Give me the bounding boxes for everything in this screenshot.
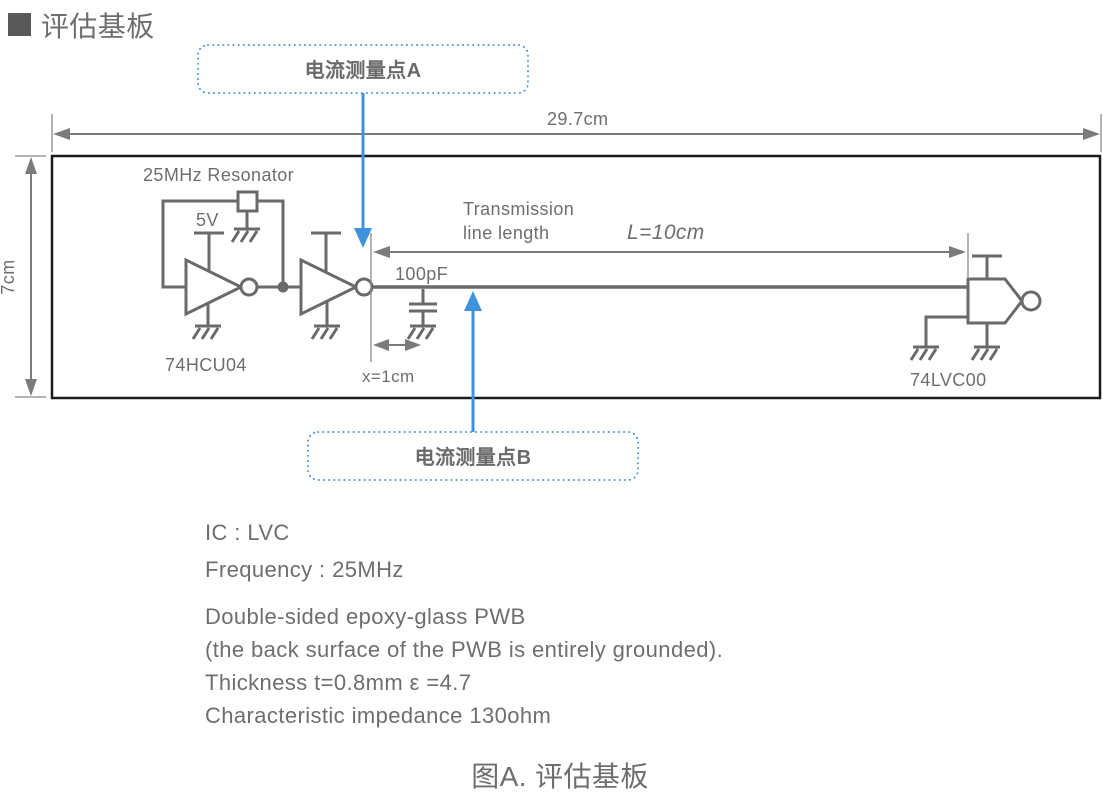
arrowhead-left-icon <box>373 339 389 351</box>
capacitor-circuit: 100pF <box>395 264 448 341</box>
board-outline <box>50 154 1102 400</box>
arrowhead-down-icon <box>25 379 37 396</box>
note-ground-plane: (the back surface of the PWB is entirely… <box>205 637 723 662</box>
receiver-ic-label: 74LVC00 <box>910 370 987 390</box>
nand-gate-receiver: 74LVC00 <box>909 254 1042 390</box>
note-impedance: Characteristic impedance 130ohm <box>205 703 551 728</box>
arrowhead-right-icon <box>405 339 421 351</box>
arrowhead-right-icon <box>1083 128 1100 140</box>
board-height-label: 7cm <box>0 259 18 294</box>
inverter-bubble-icon <box>239 277 259 297</box>
inverter-bubble-icon <box>354 277 374 297</box>
dimension-board-width: 29.7cm <box>51 109 1102 152</box>
dimension-line-length: Transmission line length L=10cm <box>373 199 966 258</box>
nand-bubble-icon <box>1020 290 1042 312</box>
callout-a-label: 电流测量点A <box>305 58 422 82</box>
title-square-bullet-icon <box>8 13 31 36</box>
note-ic: IC : LVC <box>205 520 290 545</box>
inverter-gate-2 <box>299 231 374 341</box>
callout-current-measure-b: 电流测量点B <box>307 291 639 481</box>
transmission-label-line1: Transmission <box>463 199 574 219</box>
arrowhead-right-icon <box>949 246 966 258</box>
driver-ic-label: 74HCU04 <box>165 355 247 375</box>
page-title-text: 评估基板 <box>41 11 155 42</box>
callout-b-label: 电流测量点B <box>415 445 532 469</box>
supply-voltage-label: 5V <box>196 210 219 230</box>
arrowhead-left-icon <box>373 246 390 258</box>
note-thickness: Thickness t=0.8mm ε =4.7 <box>205 670 471 695</box>
note-frequency: Frequency : 25MHz <box>205 557 404 582</box>
blue-arrow-down-icon <box>354 228 372 248</box>
x-offset-label: x=1cm <box>362 367 415 386</box>
arrowhead-up-icon <box>25 157 37 174</box>
callout-current-measure-a: 电流测量点A <box>197 44 529 248</box>
nand-gate-body-icon <box>966 277 1024 325</box>
blue-arrow-up-icon <box>464 291 482 311</box>
resonator-symbol <box>236 190 259 213</box>
dimension-board-height: 7cm <box>0 155 46 398</box>
inverter-triangle-icon <box>184 257 245 317</box>
capacitor-label: 100pF <box>395 264 448 284</box>
arrowhead-left-icon <box>53 128 70 140</box>
inverter-triangle-icon <box>299 257 360 317</box>
inverter-gate-1: 5V 74HCU04 <box>165 210 259 375</box>
transmission-label-line2: line length <box>463 223 549 243</box>
dimension-x-offset: x=1cm <box>362 339 421 386</box>
junction-dot-icon <box>277 281 289 293</box>
resonator-label: 25MHz Resonator <box>143 165 294 185</box>
figure-caption: 图A. 评估基板 <box>471 761 648 792</box>
note-pwb: Double-sided epoxy-glass PWB <box>205 604 526 629</box>
resonator-circuit: 25MHz Resonator <box>143 165 294 289</box>
board-width-label: 29.7cm <box>547 109 608 129</box>
page-title: 评估基板 <box>8 11 155 42</box>
notes-block: IC : LVC Frequency : 25MHz Double-sided … <box>205 520 723 728</box>
line-length-label: L=10cm <box>627 221 705 244</box>
